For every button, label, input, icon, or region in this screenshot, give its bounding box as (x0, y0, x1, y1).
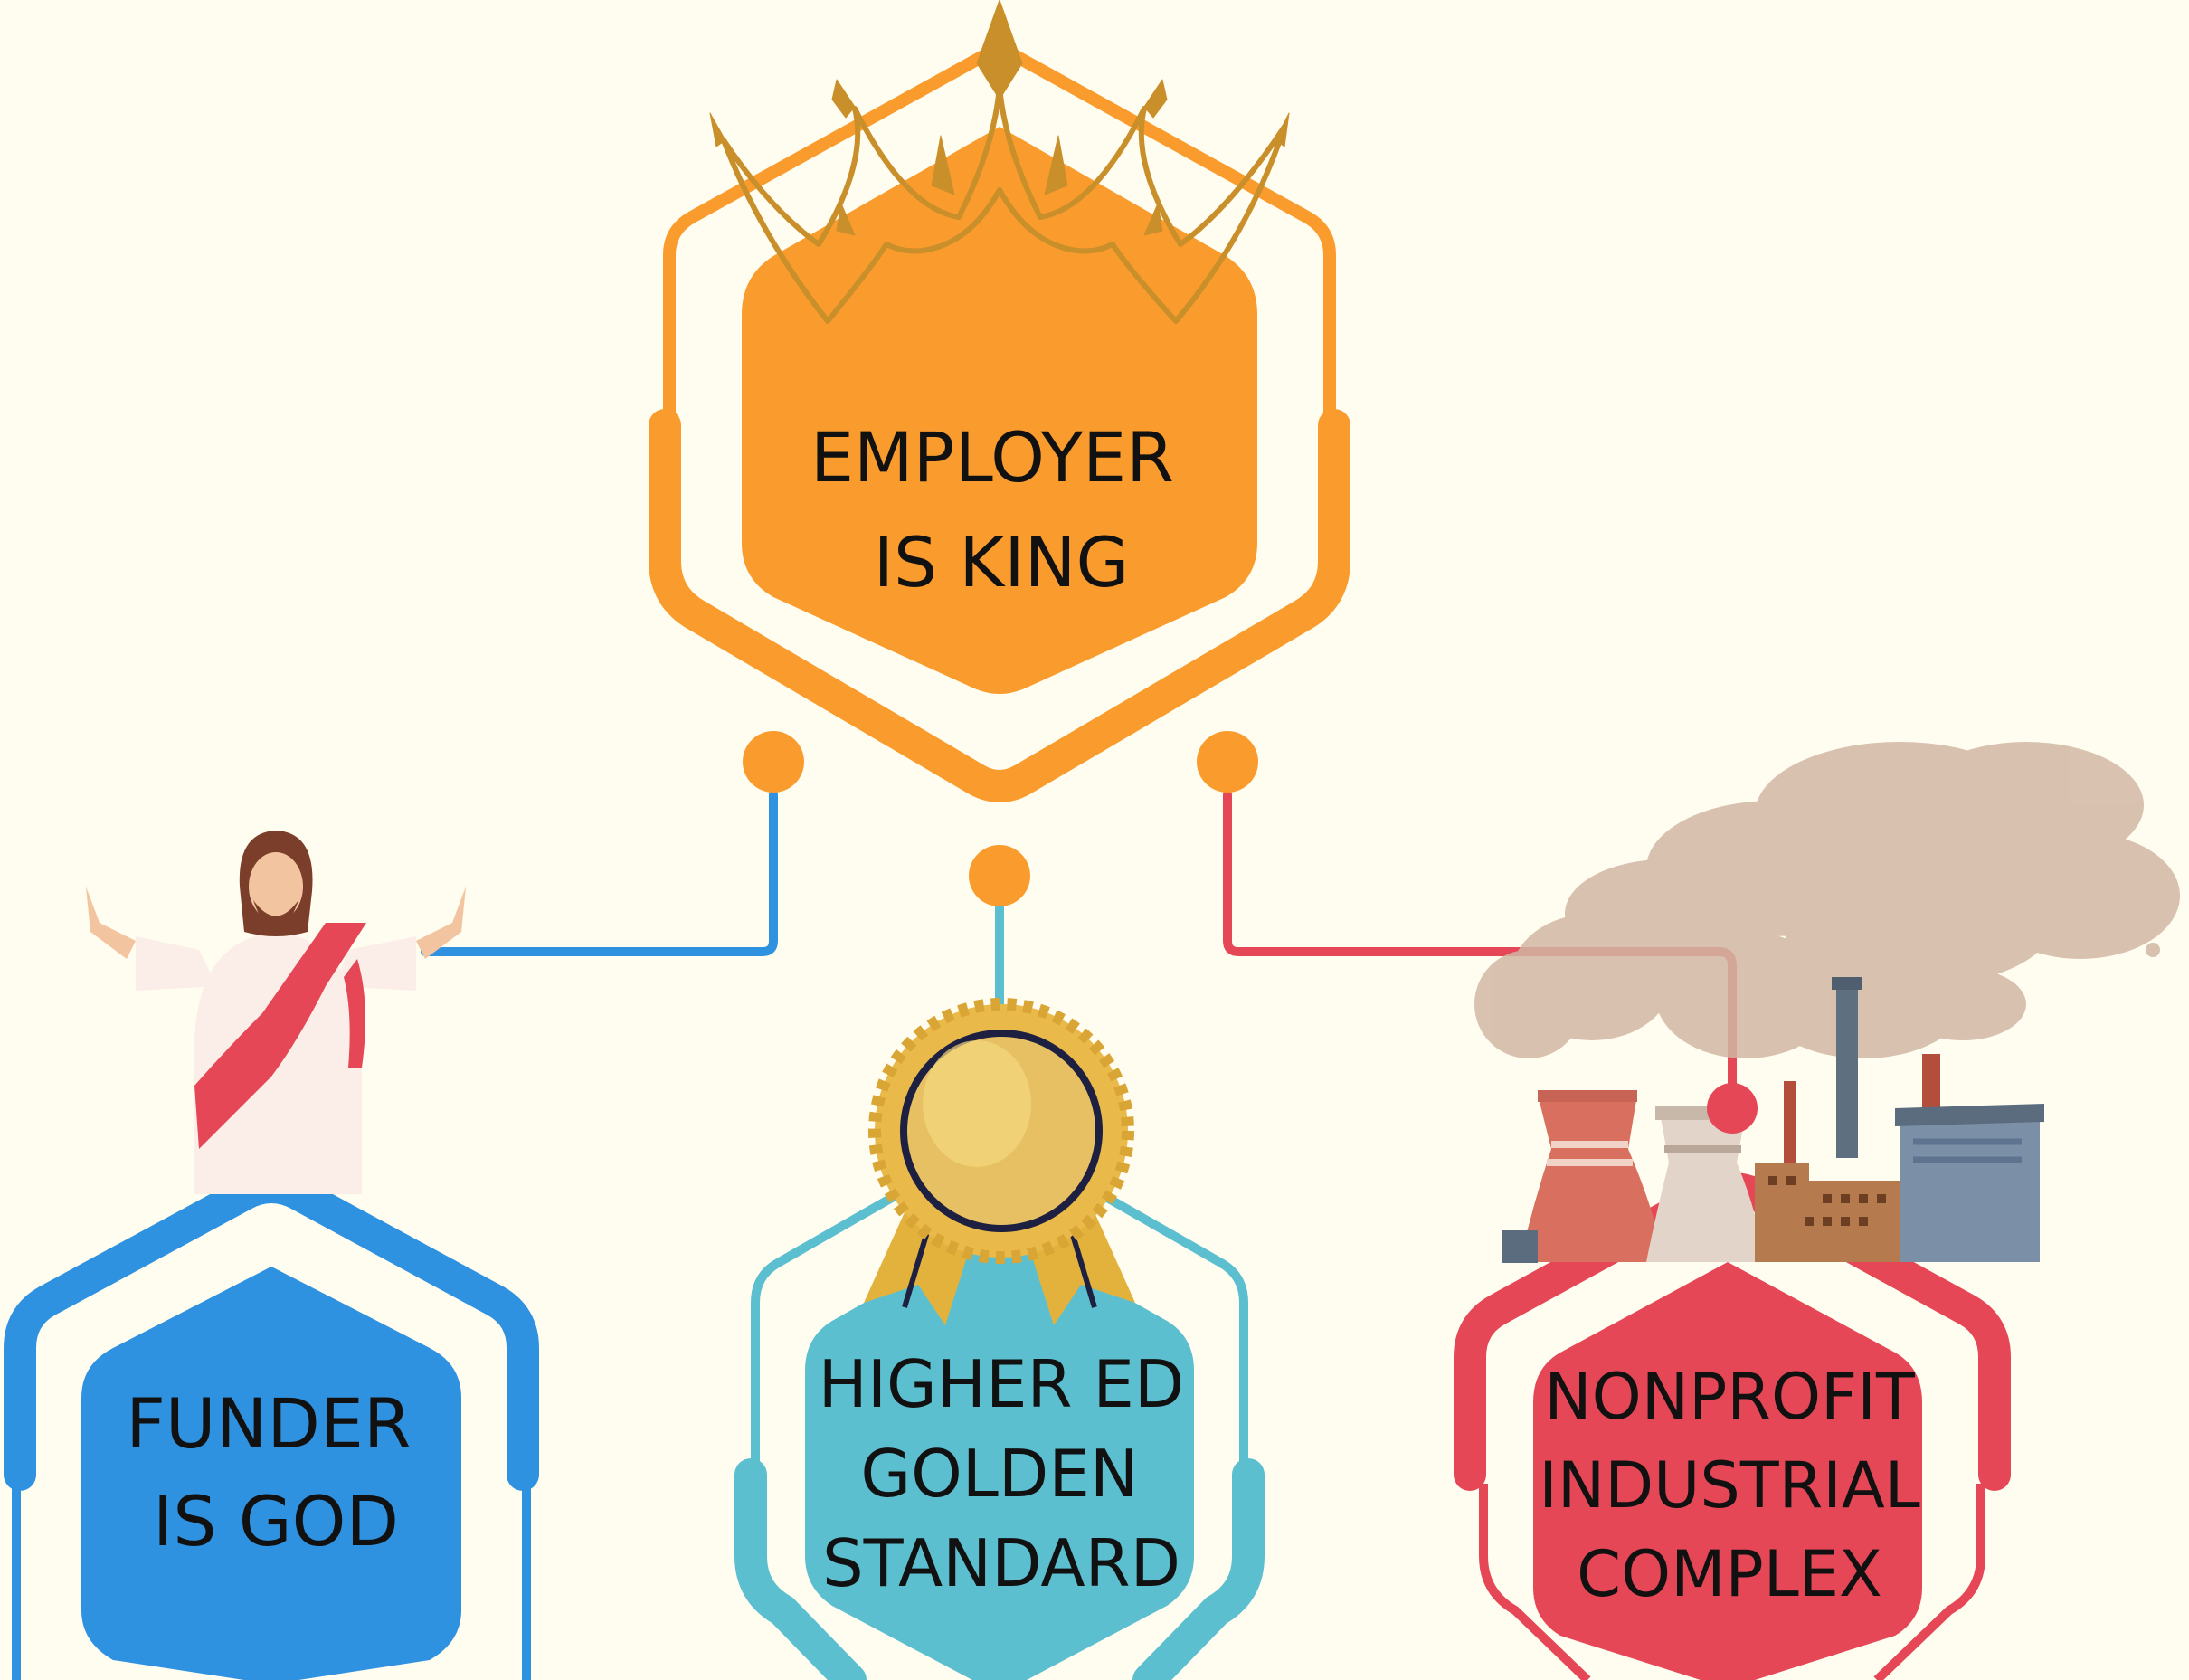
funder-label-line2: IS GOD (153, 1481, 399, 1561)
nonprofit-label-line3: COMPLEX (1577, 1537, 1882, 1611)
nonprofit-label-line1: NONPROFIT (1544, 1360, 1915, 1434)
node-higher-ed: HIGHER ED GOLDEN STANDARD (734, 998, 1265, 1680)
employer-bottom-frame (649, 409, 1350, 802)
funder-hexagon (81, 1267, 461, 1680)
connector-dot-middle (969, 845, 1030, 906)
higher-ed-label-line3: STANDARD (822, 1525, 1180, 1601)
employer-outer-frame (993, 41, 1336, 432)
higher-ed-label-line1: HIGHER ED (819, 1346, 1185, 1422)
nonprofit-hexagon (1533, 1262, 1922, 1680)
higher-ed-bottom-frame (734, 1458, 1265, 1680)
node-funder: FUNDER IS GOD (4, 831, 539, 1680)
employer-label-line1: EMPLOYER (810, 417, 1174, 498)
nonprofit-label-line2: INDUSTRIAL (1539, 1448, 1920, 1523)
employer-label-line2: IS KING (874, 522, 1130, 603)
funder-inner-frame (12, 1484, 531, 1680)
connector-dot-right (1197, 731, 1258, 793)
factory-icon (1474, 742, 2180, 1263)
gold-medal-icon (864, 998, 1135, 1325)
employer-outer-frame-left (663, 41, 1006, 432)
nonprofit-inner-frame (1479, 1484, 1985, 1680)
funder-label-line1: FUNDER (126, 1383, 412, 1464)
connector-funder (421, 790, 778, 956)
connector-dot-left (743, 731, 804, 793)
node-employer: EMPLOYER IS KING (649, 0, 1350, 802)
node-nonprofit: NONPROFIT INDUSTRIAL COMPLEX (1454, 742, 2180, 1680)
praying-figure-icon (86, 831, 466, 1194)
higher-ed-label-line2: GOLDEN (860, 1436, 1138, 1512)
crown-icon (709, 0, 1290, 324)
higher-ed-hexagon (805, 1226, 1194, 1680)
